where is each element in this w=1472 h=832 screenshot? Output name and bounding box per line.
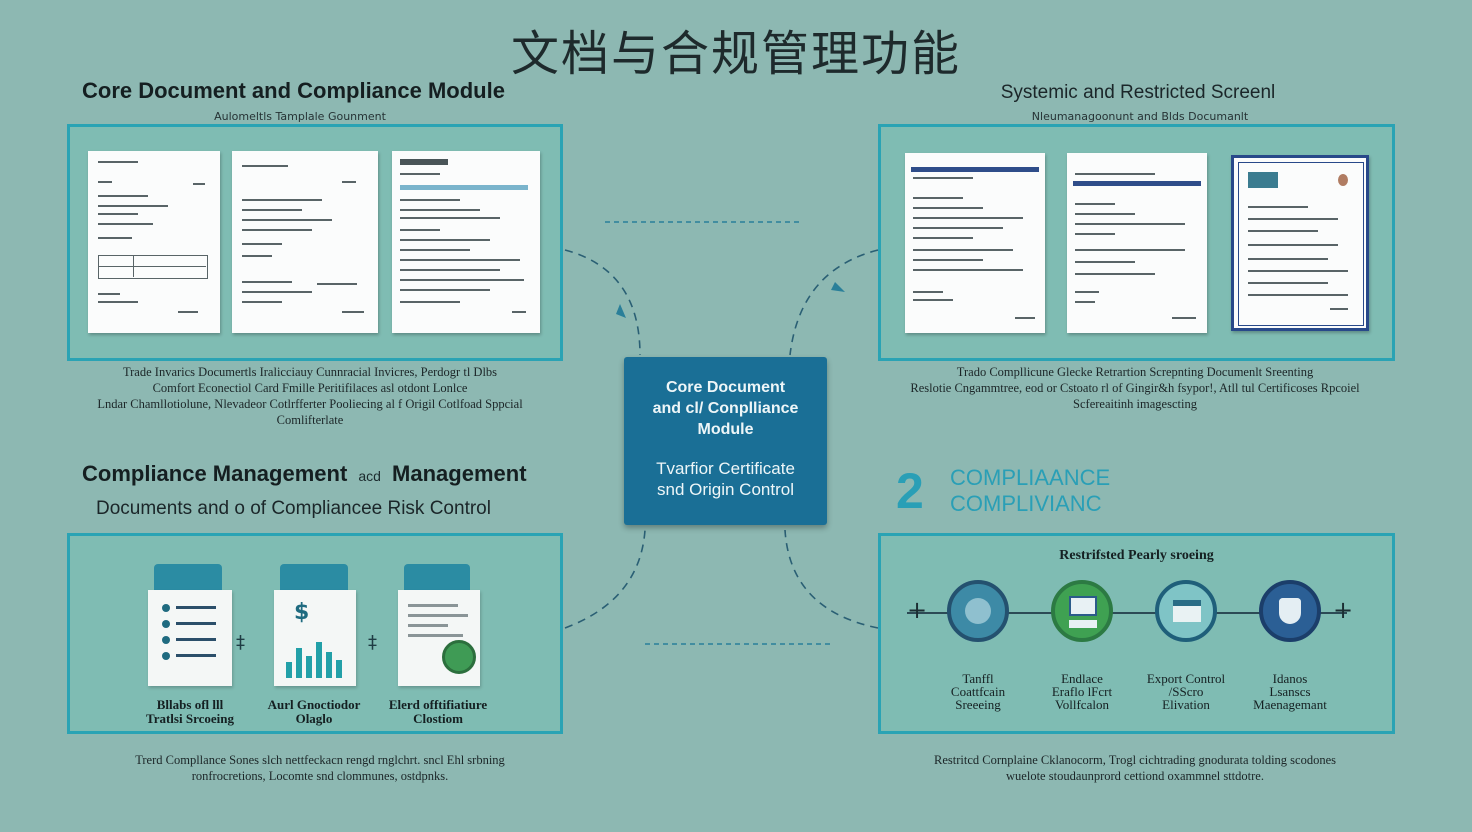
screening-caption: Trado Compllicune Glecke Retrartion Scre… xyxy=(880,364,1390,412)
party-check-thumbnail[interactable] xyxy=(1067,153,1207,333)
label-line: Eraflo lFcrt xyxy=(1051,684,1113,699)
caption-line: wuelote stoudaunprord cettiond oxammnel … xyxy=(1006,769,1264,783)
page-title: 文档与合规管理功能 xyxy=(510,26,961,82)
label-line: Elerd offtifiatiure xyxy=(388,697,488,712)
label-line: Idanos xyxy=(1272,671,1308,686)
process-line xyxy=(907,612,1347,614)
shield-icon[interactable] xyxy=(1259,580,1321,642)
caption-line: ronfrocretions, Locomte snd clommunes, o… xyxy=(191,769,449,783)
restricted-party-caption: Restritcd Cornplaine Cklanocorm, Trogl c… xyxy=(880,752,1390,784)
caption-line: Comlifterlate xyxy=(276,413,344,427)
plus-icon[interactable]: + xyxy=(1333,596,1354,624)
label-line: Endlace xyxy=(1061,671,1103,686)
step-label: Idanos Lsanscs Maenagemant xyxy=(1235,672,1345,711)
hub-line-1: Core Document xyxy=(665,379,786,396)
list-document-icon[interactable] xyxy=(148,590,232,686)
risk-control-caption: Trerd Compllance Sones slch nettfeckacn … xyxy=(60,752,580,784)
hub-line-4: Tvarfior Certificate xyxy=(656,459,795,478)
statement-document-thumbnail[interactable] xyxy=(392,151,540,333)
link-icon: ‡ xyxy=(236,632,245,653)
core-module-caption: Trade Invarics Documertls Iralicciauy Cu… xyxy=(60,364,560,428)
label-line: Sreeeing xyxy=(955,697,1001,712)
heading-line: COMPLIAANCE xyxy=(950,465,1111,490)
compliance-management-subtitle: Documents and o of Compliancee Risk Cont… xyxy=(96,498,491,519)
connector-bottom-right xyxy=(784,529,879,629)
hub-line-2: and cl/ Conplliance xyxy=(652,400,799,417)
invoice-document-thumbnail[interactable] xyxy=(88,151,220,333)
caption-line: Lndar Chamllotiolune, Nlevadeor Cotlrffe… xyxy=(97,397,523,411)
restricted-screening-panel xyxy=(878,124,1395,361)
screening-heading: Systemic and Restricted Screenl xyxy=(1000,82,1276,103)
globe-icon[interactable] xyxy=(947,580,1009,642)
compliance-heading: COMPLIAANCE COMPLIVIANC xyxy=(950,465,1110,517)
chart-document-icon[interactable]: $ xyxy=(274,590,356,686)
screening-subtitle: Nleumanagoonunt and Blds Documanlt xyxy=(1031,110,1249,123)
label-line: Coattfcain xyxy=(950,684,1006,699)
core-module-heading: Core Document and Compliance Module xyxy=(82,78,505,103)
label-line: Tratlsi Srcoeing xyxy=(146,711,234,726)
label-line: Lsanscs xyxy=(1269,684,1311,699)
document-check-icon[interactable] xyxy=(1051,580,1113,642)
screening-report-thumbnail[interactable] xyxy=(905,153,1045,333)
label-line: Clostiom xyxy=(413,711,463,726)
heading-part: acd xyxy=(358,468,381,484)
caption-line: Scfereaitinh imagescting xyxy=(1073,397,1197,411)
label-line: Export Control xyxy=(1146,671,1226,686)
certificate-document-thumbnail[interactable] xyxy=(232,151,378,333)
heading-part: Management xyxy=(392,461,527,486)
connector-bottom-left xyxy=(564,529,646,629)
icon-label: Bllabs ofl lll Tratlsi Srcoeing xyxy=(120,698,260,726)
connector-top-right xyxy=(789,249,879,356)
label-line: Bllabs ofl lll xyxy=(156,697,224,712)
plus-icon[interactable]: + xyxy=(907,596,928,624)
caption-line: Trade Invarics Documertls Iralicciauy Cu… xyxy=(122,365,498,379)
link-icon: ‡ xyxy=(368,632,377,653)
label-line: Elivation xyxy=(1162,697,1210,712)
label-line: Aurl Gnoctiodor xyxy=(267,697,361,712)
caption-line: Reslotie Cngammtree, eod or Cstoato rl o… xyxy=(910,381,1360,395)
icon-label: Aurl Gnoctiodor Olaglo xyxy=(244,698,384,726)
arrow-icon xyxy=(831,282,845,292)
step-label: Endlace Eraflo lFcrt Vollfcalon xyxy=(1027,672,1137,711)
restricted-party-panel: Restrifsted Pearly sroeing + + Tanffl Co… xyxy=(878,533,1395,734)
heading-part: Compliance Management xyxy=(82,461,348,486)
building-icon[interactable] xyxy=(1155,580,1217,642)
core-module-hub[interactable]: Core Document and cl/ Conplliance Module… xyxy=(624,357,827,525)
icon-label: Elerd offtifiatiure Clostiom xyxy=(368,698,508,726)
section-number: 2 xyxy=(896,463,924,519)
label-line: /SScro xyxy=(1168,684,1204,699)
label-line: Vollfcalon xyxy=(1055,697,1109,712)
label-line: Tanffl xyxy=(962,671,994,686)
caption-line: Comfort Econectiol Card Fmille Peritifil… xyxy=(152,381,468,395)
restricted-party-title: Restrifsted Pearly sroeing xyxy=(1059,548,1214,563)
step-label: Export Control /SScro Elivation xyxy=(1131,672,1241,711)
caption-line: Trado Compllicune Glecke Retrartion Scre… xyxy=(956,365,1314,379)
risk-control-panel: Bllabs ofl lll Tratlsi Srcoeing ‡ $ Aurl… xyxy=(67,533,563,734)
seal-document-icon[interactable] xyxy=(398,590,480,686)
caption-line: Trerd Compllance Sones slch nettfeckacn … xyxy=(135,753,505,767)
compliance-management-heading: Compliance Management acd Management xyxy=(82,461,527,487)
document-template-panel xyxy=(67,124,563,361)
label-line: Maenagemant xyxy=(1253,697,1327,712)
hub-line-5: snd Origin Control xyxy=(656,480,794,499)
arrow-icon xyxy=(616,304,626,318)
core-module-subtitle: Aulomeltls Tamplale Gounment xyxy=(214,110,386,123)
caption-line: Restritcd Cornplaine Cklanocorm, Trogl c… xyxy=(933,753,1337,767)
label-line: Olaglo xyxy=(295,711,333,726)
hub-line-3: Module xyxy=(697,421,754,438)
connector-top-left xyxy=(564,249,641,356)
heading-line: COMPLIVIANC xyxy=(950,491,1102,516)
certificate-framed-thumbnail[interactable] xyxy=(1231,155,1369,331)
step-label: Tanffl Coattfcain Sreeeing xyxy=(923,672,1033,711)
